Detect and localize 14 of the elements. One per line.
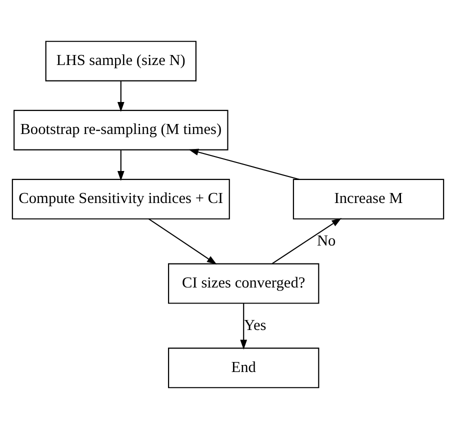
node-box: End [168,347,320,388]
node-box: Increase M [292,178,444,219]
arrow [117,80,124,112]
arrow [272,218,342,264]
node-box: LHS sample (size N) [45,40,196,81]
arrow [117,150,124,180]
edge-label: No [316,232,336,249]
edge-label: Yes [244,316,266,334]
arrow [188,148,300,180]
node-box: CI sizes converged? [168,262,320,304]
arrow [148,218,217,264]
node-box: Compute Sensitivity indices + CI [12,178,230,219]
node-box: Bootstrap re-sampling (M times) [14,109,228,150]
arrow [240,302,248,350]
